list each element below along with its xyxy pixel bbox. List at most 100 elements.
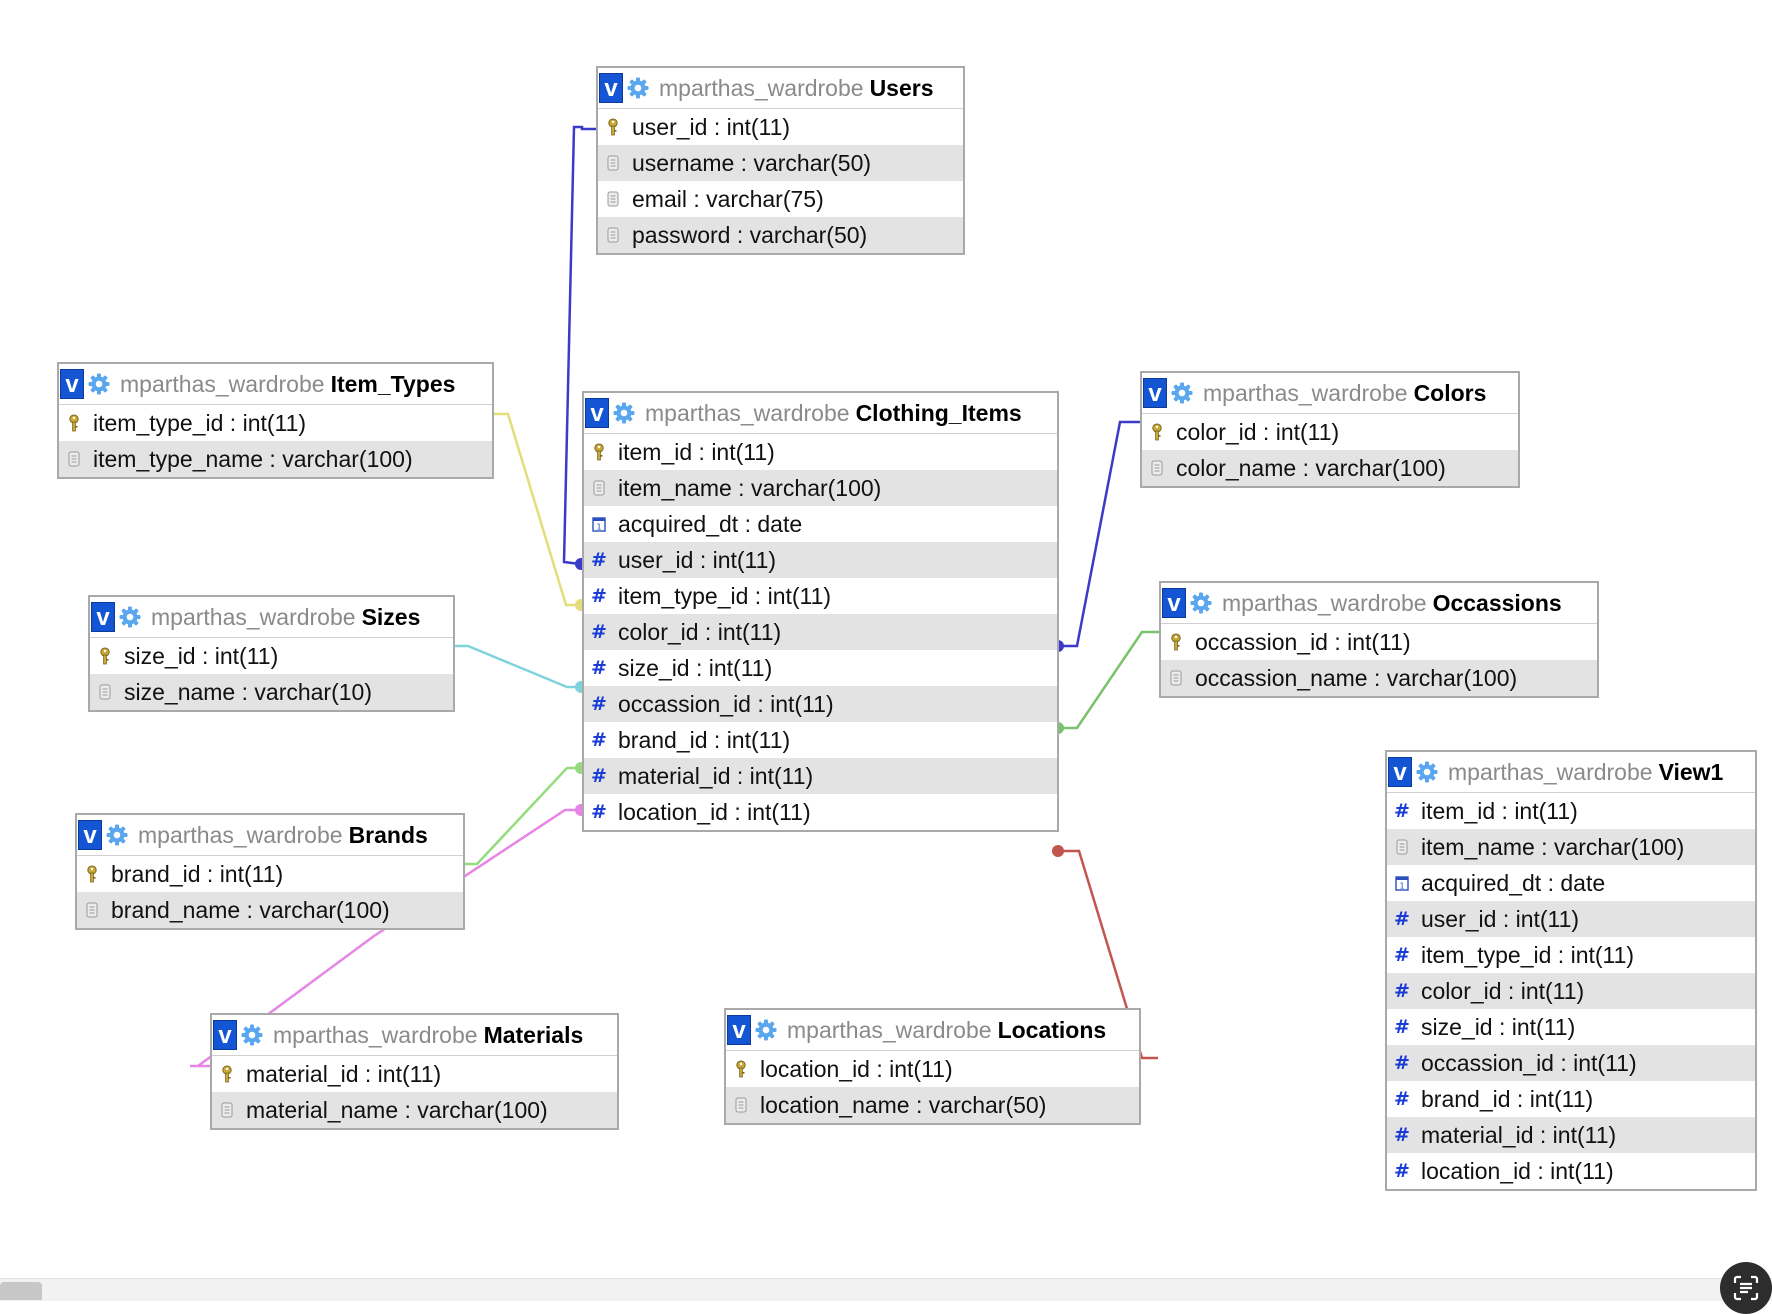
column-row[interactable]: item_name : varchar(100) xyxy=(1387,829,1755,865)
column-label: size_id : int(11) xyxy=(1421,1013,1576,1040)
toggle-columns-button[interactable]: v xyxy=(1143,378,1167,408)
text-field-icon xyxy=(98,683,112,701)
column-row[interactable]: item_type_name : varchar(100) xyxy=(59,441,492,477)
column-row[interactable]: #user_id : int(11) xyxy=(584,542,1057,578)
column-row[interactable]: email : varchar(75) xyxy=(598,181,963,217)
gear-icon[interactable] xyxy=(237,1020,267,1050)
toggle-columns-button[interactable]: v xyxy=(727,1015,751,1045)
column-row[interactable]: #item_id : int(11) xyxy=(1387,793,1755,829)
table-header[interactable]: v mparthas_wardrobe Sizes xyxy=(90,597,453,638)
database-name: mparthas_wardrobe xyxy=(1222,589,1427,616)
column-row[interactable]: #occassion_id : int(11) xyxy=(1387,1045,1755,1081)
bottom-scrollbar[interactable] xyxy=(0,1278,1772,1301)
table-header[interactable]: v mparthas_wardrobe Colors xyxy=(1142,373,1518,414)
table-occassions[interactable]: v mparthas_wardrobe Occassions occassion… xyxy=(1159,581,1599,698)
toggle-columns-button[interactable]: v xyxy=(585,398,609,428)
column-row[interactable]: username : varchar(50) xyxy=(598,145,963,181)
column-row[interactable]: #occassion_id : int(11) xyxy=(584,686,1057,722)
table-header[interactable]: v mparthas_wardrobe Materials xyxy=(212,1015,617,1056)
column-row[interactable]: #item_type_id : int(11) xyxy=(1387,937,1755,973)
gear-icon[interactable] xyxy=(84,369,114,399)
column-row[interactable]: #user_id : int(11) xyxy=(1387,901,1755,937)
table-header[interactable]: v mparthas_wardrobe View1 xyxy=(1387,752,1755,793)
table-materials[interactable]: v mparthas_wardrobe Materials material_i… xyxy=(210,1013,619,1130)
text-field-icon xyxy=(606,226,620,244)
toggle-columns-button[interactable]: v xyxy=(1388,757,1412,787)
table-header[interactable]: v mparthas_wardrobe Clothing_Items xyxy=(584,393,1057,434)
column-row[interactable]: item_id : int(11) xyxy=(584,434,1057,470)
column-row[interactable]: occassion_id : int(11) xyxy=(1161,624,1597,660)
column-row[interactable]: #material_id : int(11) xyxy=(1387,1117,1755,1153)
column-row[interactable]: location_name : varchar(50) xyxy=(726,1087,1139,1123)
number-icon: # xyxy=(591,801,607,823)
toggle-columns-button[interactable]: v xyxy=(213,1020,237,1050)
table-brands[interactable]: v mparthas_wardrobe Brands brand_id : in… xyxy=(75,813,465,930)
column-row[interactable]: size_id : int(11) xyxy=(90,638,453,674)
table-item-types[interactable]: v mparthas_wardrobe Item_Types item_type… xyxy=(57,362,494,479)
gear-icon[interactable] xyxy=(102,820,132,850)
column-row[interactable]: #item_type_id : int(11) xyxy=(584,578,1057,614)
gear-icon[interactable] xyxy=(1412,757,1442,787)
column-label: password : varchar(50) xyxy=(632,221,868,248)
number-icon: # xyxy=(591,585,607,607)
column-row[interactable]: size_name : varchar(10) xyxy=(90,674,453,710)
column-row[interactable]: #material_id : int(11) xyxy=(584,758,1057,794)
table-sizes[interactable]: v mparthas_wardrobe Sizes size_id : int(… xyxy=(88,595,455,712)
text-recognition-button[interactable] xyxy=(1720,1262,1772,1314)
table-name: Clothing_Items xyxy=(855,399,1022,426)
number-icon: # xyxy=(1394,800,1410,822)
column-row[interactable]: # location_id : int(11) xyxy=(584,794,1057,830)
table-header[interactable]: v mparthas_wardrobe Users xyxy=(598,68,963,109)
column-row[interactable]: #color_id : int(11) xyxy=(584,614,1057,650)
column-row[interactable]: password : varchar(50) xyxy=(598,217,963,253)
column-row[interactable]: item_name : varchar(100) xyxy=(584,470,1057,506)
column-row[interactable]: #brand_id : int(11) xyxy=(1387,1081,1755,1117)
gear-icon[interactable] xyxy=(1167,378,1197,408)
table-header[interactable]: v mparthas_wardrobe Brands xyxy=(77,815,463,856)
gear-icon[interactable] xyxy=(1186,588,1216,618)
toggle-columns-button[interactable]: v xyxy=(78,820,102,850)
gear-icon[interactable] xyxy=(751,1015,781,1045)
column-row[interactable]: #color_id : int(11) xyxy=(1387,973,1755,1009)
calendar-icon: 1 xyxy=(592,515,606,533)
toggle-columns-button[interactable]: v xyxy=(60,369,84,399)
table-header[interactable]: v mparthas_wardrobe Occassions xyxy=(1161,583,1597,624)
gear-icon[interactable] xyxy=(623,73,653,103)
column-row[interactable]: user_id : int(11) xyxy=(598,109,963,145)
column-row[interactable]: #size_id : int(11) xyxy=(1387,1009,1755,1045)
table-name: Sizes xyxy=(361,603,421,630)
database-name: mparthas_wardrobe xyxy=(1448,758,1653,785)
column-row[interactable]: brand_id : int(11) xyxy=(77,856,463,892)
database-name: mparthas_wardrobe xyxy=(787,1016,992,1043)
table-clothing-items[interactable]: v mparthas_wardrobe Clothing_Items item_… xyxy=(582,391,1059,832)
column-row[interactable]: brand_name : varchar(100) xyxy=(77,892,463,928)
table-locations[interactable]: v mparthas_wardrobe Locations location_i… xyxy=(724,1008,1141,1125)
gear-icon[interactable] xyxy=(115,602,145,632)
gear-icon[interactable] xyxy=(609,398,639,428)
column-row[interactable]: item_type_id : int(11) xyxy=(59,405,492,441)
table-users[interactable]: v mparthas_wardrobe Users user_id : int(… xyxy=(596,66,965,255)
toggle-columns-button[interactable]: v xyxy=(599,73,623,103)
table-view1[interactable]: v mparthas_wardrobe View1 #item_id : int… xyxy=(1385,750,1757,1191)
column-label: location_id : int(11) xyxy=(1421,1157,1614,1184)
table-header[interactable]: v mparthas_wardrobe Locations xyxy=(726,1010,1139,1051)
column-label: color_name : varchar(100) xyxy=(1176,454,1446,481)
scrollbar-thumb[interactable] xyxy=(0,1282,42,1300)
table-colors[interactable]: v mparthas_wardrobe Colors color_id : in… xyxy=(1140,371,1520,488)
column-row[interactable]: #brand_id : int(11) xyxy=(584,722,1057,758)
column-row[interactable]: material_id : int(11) xyxy=(212,1056,617,1092)
table-header[interactable]: v mparthas_wardrobe Item_Types xyxy=(59,364,492,405)
column-row[interactable]: color_id : int(11) xyxy=(1142,414,1518,450)
toggle-columns-button[interactable]: v xyxy=(1162,588,1186,618)
column-row[interactable]: location_id : int(11) xyxy=(726,1051,1139,1087)
column-row[interactable]: material_name : varchar(100) xyxy=(212,1092,617,1128)
toggle-columns-button[interactable]: v xyxy=(91,602,115,632)
column-label: location_id : int(11) xyxy=(618,798,811,825)
column-row[interactable]: color_name : varchar(100) xyxy=(1142,450,1518,486)
column-row[interactable]: #location_id : int(11) xyxy=(1387,1153,1755,1189)
column-row[interactable]: occassion_name : varchar(100) xyxy=(1161,660,1597,696)
column-row[interactable]: #size_id : int(11) xyxy=(584,650,1057,686)
